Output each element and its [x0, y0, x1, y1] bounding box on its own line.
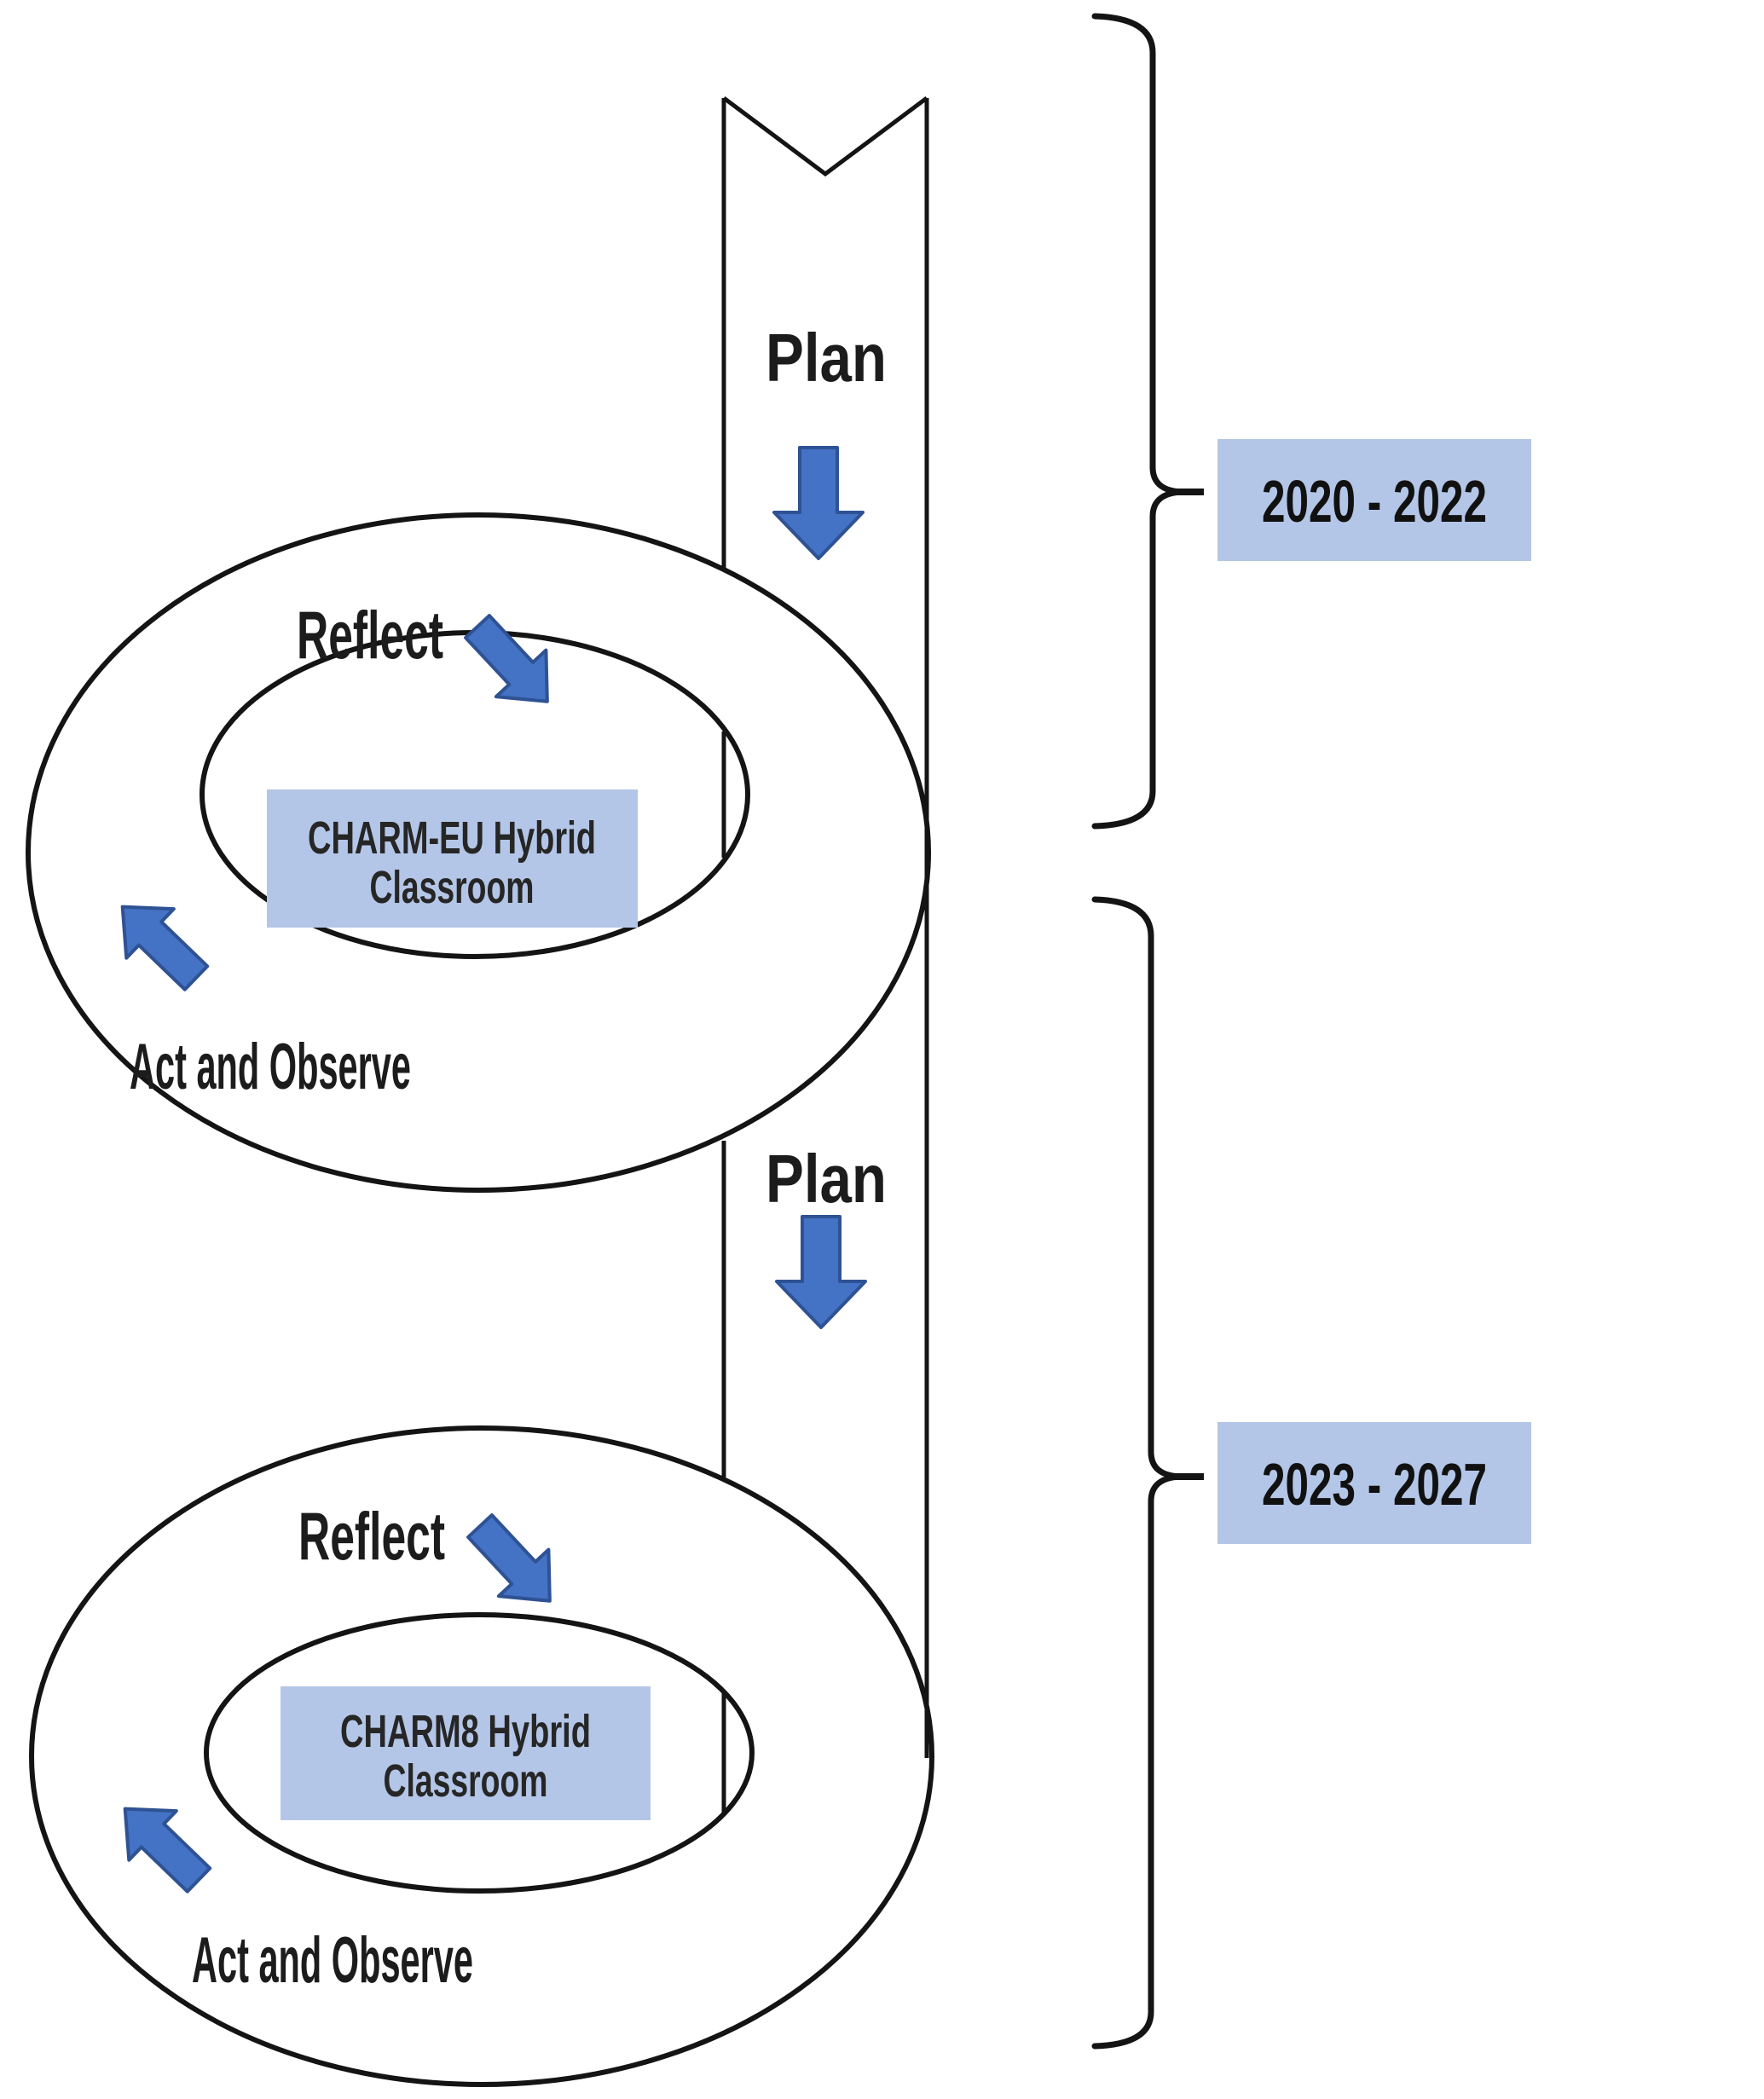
- curly-bracket: [1091, 896, 1184, 2050]
- reflect-label: Reflect: [298, 1498, 445, 1574]
- inner-loop-ellipse: [204, 1612, 755, 1894]
- reflect-down-right-arrow-icon: [450, 601, 575, 727]
- down-arrow-icon: [772, 446, 865, 560]
- classroom-box-line2: Classroom: [384, 1755, 548, 1807]
- up-left-arrow-icon: [96, 880, 222, 1004]
- classroom-box-line1: CHARM-EU Hybrid: [308, 812, 596, 864]
- plan-banner-channel: [721, 95, 929, 1813]
- period-label: 2020 - 2022: [1262, 468, 1487, 535]
- classroom-box: [281, 1686, 651, 1820]
- plan-label: Plan: [766, 320, 887, 396]
- period-box: [1217, 439, 1531, 561]
- act-observe-label: Act and Observe: [192, 1924, 473, 1997]
- reflect-down-right-arrow-icon: [453, 1501, 577, 1627]
- curly-bracket: [1091, 13, 1186, 830]
- classroom-box: [267, 789, 638, 928]
- classroom-box-line1: CHARM8 Hybrid: [340, 1706, 591, 1757]
- period-box: [1217, 1422, 1531, 1544]
- period-label: 2023 - 2027: [1262, 1451, 1487, 1518]
- cycle-1: CHARM-EU Hybrid Classroom Plan Reflect A…: [26, 13, 1531, 1813]
- reflect-label: Reflect: [297, 597, 443, 673]
- outer-loop-ellipse: [26, 512, 931, 1193]
- up-left-arrow-icon: [99, 1782, 224, 1906]
- plan-label: Plan: [766, 1141, 887, 1217]
- down-arrow-icon: [775, 1215, 867, 1329]
- cycle-2: CHARM8 Hybrid Classroom Plan Reflect Act…: [29, 896, 1531, 2087]
- outer-loop-ellipse: [29, 1425, 934, 2087]
- act-observe-label: Act and Observe: [130, 1031, 411, 1103]
- classroom-box-line2: Classroom: [370, 862, 535, 913]
- banner-notch: [722, 95, 928, 177]
